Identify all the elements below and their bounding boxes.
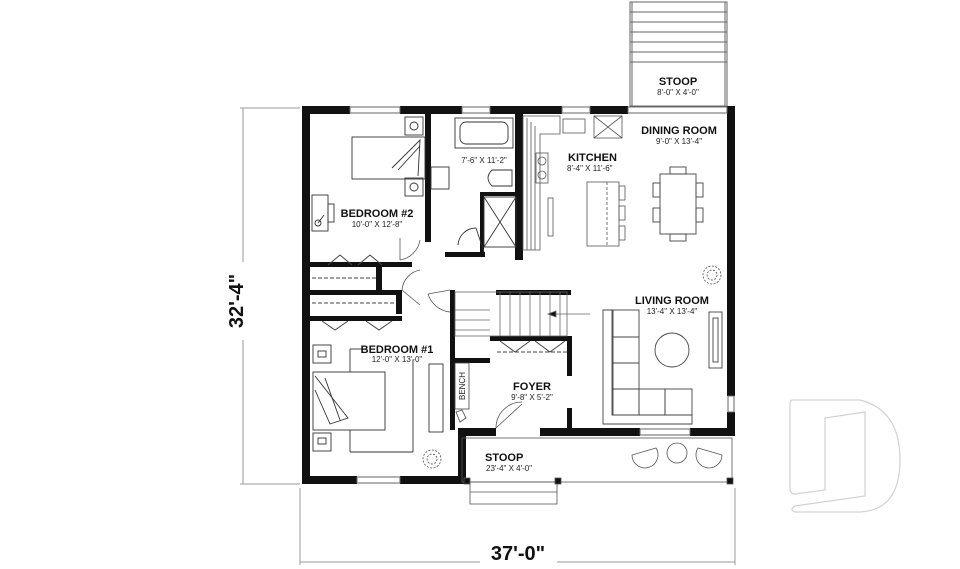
room-label-bedroom2: BEDROOM #2	[341, 208, 414, 220]
room-size-bath: 7'-6" X 11'-2"	[461, 156, 507, 165]
living-furniture	[602, 309, 723, 425]
bedroom1-furniture	[312, 344, 444, 453]
overall-width-label: 37'-0"	[491, 543, 545, 565]
doors	[399, 238, 523, 429]
room-size-bedroom2: 10'-0" X 12'-8"	[352, 220, 403, 229]
closet-doors	[312, 254, 567, 353]
room-label-foyer: FOYER	[513, 381, 551, 393]
bench	[454, 362, 470, 423]
room-size-living: 13'-4" X 13'-4"	[647, 307, 698, 316]
kitchen-counters	[522, 115, 626, 251]
staircase	[454, 291, 590, 337]
room-size-rear-stoop: 8'-0" X 4'-0"	[657, 88, 699, 97]
bathroom-fixtures	[430, 117, 517, 253]
dimension-lines	[240, 107, 736, 565]
overall-depth-label: 32'-4"	[226, 274, 248, 328]
windows	[349, 106, 735, 484]
interior-walls	[310, 114, 572, 430]
dining-table	[652, 166, 704, 242]
room-label-bedroom1: BEDROOM #1	[361, 344, 434, 356]
bench-label: BENCH	[458, 372, 467, 400]
room-size-dining: 9'-0" X 13'-4"	[656, 137, 702, 146]
room-label-front-stoop: STOOP	[485, 452, 523, 464]
room-label-kitchen: KITCHEN	[568, 152, 617, 164]
room-size-bedroom1: 12'-0" X 13'-0"	[372, 355, 423, 364]
rear-stoop	[629, 1, 728, 107]
room-size-foyer: 9'-8" X 5'-2"	[511, 393, 553, 402]
room-label-living: LIVING ROOM	[635, 295, 709, 307]
room-label-rear-stoop: STOOP	[659, 76, 697, 88]
front-stoop	[461, 437, 734, 505]
room-size-front-stoop: 23'-4" X 4'-0"	[486, 464, 532, 473]
bedroom2-furniture	[311, 116, 426, 232]
plant-icon	[422, 265, 722, 469]
room-label-dining: DINING ROOM	[641, 125, 717, 137]
watermark-logo-icon	[789, 399, 901, 513]
room-size-kitchen: 8'-4" X 11'-6"	[567, 164, 613, 173]
